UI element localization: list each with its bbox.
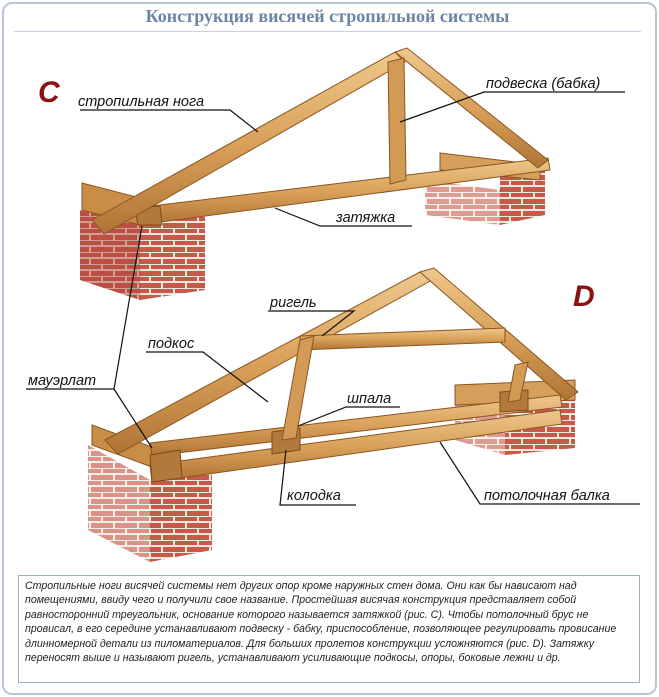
label-crossbar: ригель [269, 295, 317, 311]
label-block: колодка [287, 488, 341, 504]
label-tie: затяжка [335, 210, 395, 226]
label-wall-plate: мауэрлат [28, 373, 96, 389]
figure-letter-d: D [573, 280, 595, 313]
leader-hanger [400, 92, 625, 122]
rafter-leg-right-c [395, 48, 548, 168]
figure-letter-c: C [38, 76, 61, 109]
label-sleeper: шпала [347, 391, 391, 407]
label-hanger: подвеска (бабка) [486, 76, 600, 92]
truss-diagram: C D стропильная нога подвеска (бабка) за… [0, 0, 659, 570]
caption-text: Стропильные ноги висячей системы нет дру… [18, 575, 640, 683]
label-rafter-leg: стропильная нога [78, 94, 204, 110]
figure-c [80, 48, 550, 300]
label-ceiling-beam: потолочная балка [484, 488, 610, 504]
figure-d [88, 268, 578, 562]
leader-rafter-leg [80, 110, 258, 132]
block-left-d [150, 450, 182, 482]
label-strut: подкос [148, 336, 195, 352]
